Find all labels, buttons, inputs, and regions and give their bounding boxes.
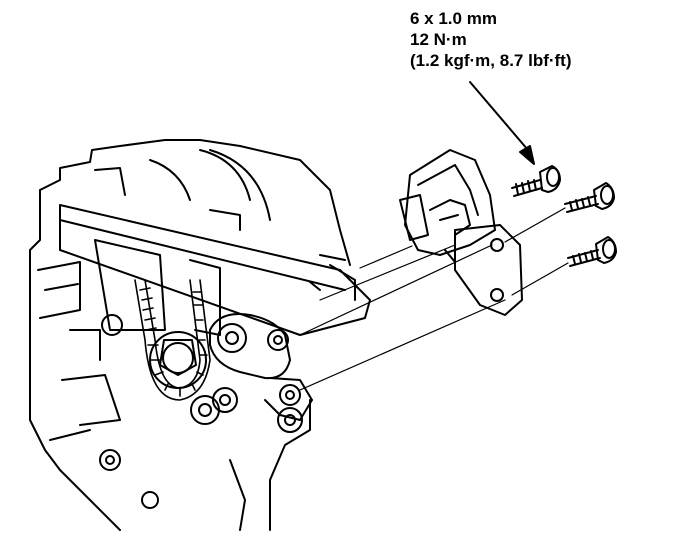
- torque-spec-callout: 6 x 1.0 mm 12 N·m (1.2 kgf·m, 8.7 lbf·ft…: [410, 8, 572, 71]
- bolt-middle: [564, 182, 615, 213]
- callout-arrow: [469, 81, 535, 165]
- bolt-lower: [567, 236, 617, 267]
- engine-block: [29, 139, 351, 531]
- chain-case-rail: [59, 204, 371, 336]
- crank-sprocket: [149, 331, 207, 389]
- torque-alt-label: (1.2 kgf·m, 8.7 lbf·ft): [410, 51, 572, 70]
- chain-tensioner: [399, 149, 496, 263]
- bolt-size-label: 6 x 1.0 mm: [410, 9, 497, 28]
- mounting-bosses: [190, 313, 313, 433]
- assembly-lines: [299, 207, 569, 391]
- bolt-upper: [511, 165, 561, 197]
- torque-nm-label: 12 N·m: [410, 30, 467, 49]
